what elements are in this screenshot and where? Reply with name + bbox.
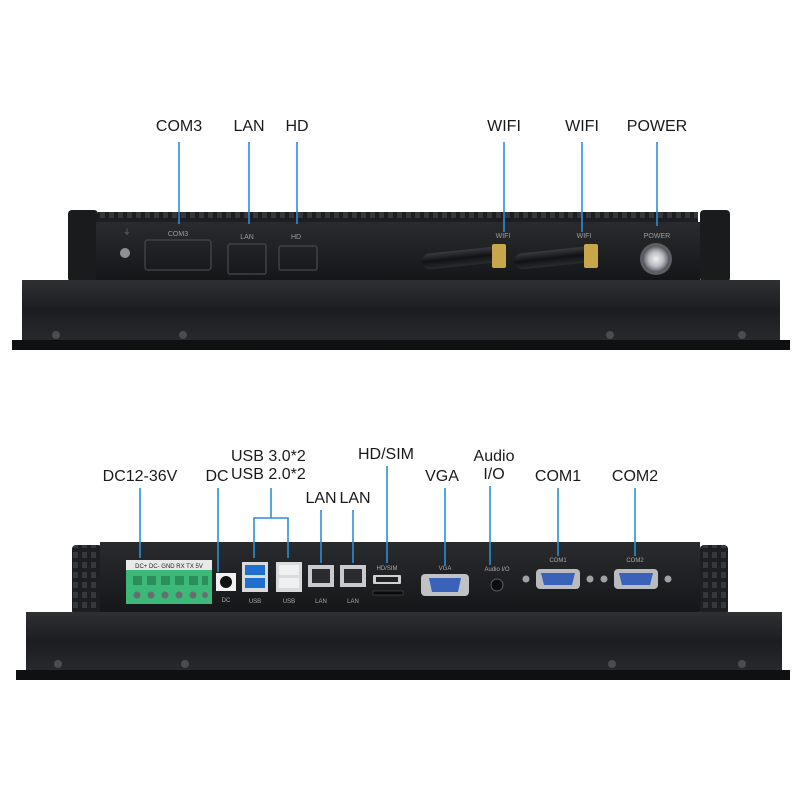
bottom-left-fins	[72, 545, 102, 615]
lan-printed-label: LAN	[240, 234, 254, 241]
screw-icon	[52, 331, 60, 339]
wifi-2-printed-label: WIFI	[577, 233, 592, 240]
com3-printed-label: COM3	[168, 231, 188, 238]
hdmi-sim-port: HD/SIM	[372, 566, 404, 596]
vga-printed-label: VGA	[439, 566, 452, 572]
callout-hd-sim: HD/SIM	[358, 446, 414, 463]
callout-lan: LAN	[233, 118, 265, 135]
callout-usb-line-1: USB 3.0*2	[231, 448, 306, 465]
top-base	[22, 280, 780, 340]
top-leader-lines	[178, 142, 658, 232]
lan-port-1: LAN	[308, 565, 334, 605]
wifi-antenna-1: WIFI	[422, 233, 511, 270]
screw-icon	[738, 660, 746, 668]
dc-jack-icon	[220, 576, 232, 588]
usb-1-printed-label: USB	[249, 599, 261, 605]
callout-com2: COM2	[611, 468, 659, 485]
top-left-bracket	[68, 210, 98, 282]
usb3-port-stack: USB	[242, 562, 268, 605]
com2-printed-label: COM2	[626, 558, 644, 564]
callout-usb: USB 3.0*2 USB 2.0*2	[231, 448, 306, 484]
callout-dc12-36v: DC12-36V	[102, 468, 178, 485]
bottom-front-edge	[16, 670, 790, 680]
callout-wifi-1: WIFI	[487, 118, 521, 135]
wifi-1-printed-label: WIFI	[496, 233, 511, 240]
callout-audio: Audio I/O	[474, 448, 515, 484]
lan-knockout	[227, 243, 267, 275]
top-front-edge	[12, 340, 790, 350]
com1-printed-label: COM1	[549, 558, 567, 564]
callout-com1: COM1	[534, 468, 582, 485]
screw-icon	[181, 660, 189, 668]
bottom-right-fins	[700, 545, 728, 615]
top-right-bracket	[700, 210, 730, 282]
ground-screw-icon	[120, 248, 130, 258]
callout-audio-line-1: Audio	[473, 448, 515, 465]
hd-sim-printed-label: HD/SIM	[377, 566, 398, 572]
wifi-antenna-2: WIFI	[514, 233, 598, 270]
com3-knockout	[144, 239, 212, 271]
screw-icon	[608, 660, 616, 668]
callout-hd: HD	[285, 118, 309, 135]
screw-icon	[738, 331, 746, 339]
callout-wifi-2: WIFI	[565, 118, 599, 135]
callout-dc: DC	[205, 468, 229, 485]
vga-port: VGA	[421, 566, 469, 596]
lan-port-2: LAN	[340, 565, 366, 605]
bottom-device: DC+ DC- GND RX TX 5V DC USB	[16, 466, 790, 680]
usb-2-printed-label: USB	[283, 599, 295, 605]
com2-port: COM2	[600, 558, 672, 589]
callout-lan-1: LAN	[305, 490, 337, 507]
callout-vga: VGA	[425, 468, 459, 485]
bottom-base	[26, 612, 782, 670]
top-device: ⏚ COM3 LAN HD WIFI WIFI POWER	[12, 142, 790, 350]
screw-icon	[54, 660, 62, 668]
callout-lan-2: LAN	[339, 490, 371, 507]
dc-printed-label: DC	[222, 598, 231, 604]
callout-power: POWER	[626, 118, 688, 135]
screw-icon	[606, 331, 614, 339]
dc-terminal-block: DC+ DC- GND RX TX 5V	[126, 560, 212, 604]
hd-printed-label: HD	[291, 234, 301, 241]
power-printed-label: POWER	[644, 233, 670, 240]
callout-com3: COM3	[155, 118, 203, 135]
lan-2-printed-label: LAN	[347, 599, 359, 605]
ground-symbol: ⏚	[124, 228, 131, 236]
hd-knockout	[278, 245, 318, 271]
power-icon	[644, 247, 668, 271]
com1-port: COM1	[522, 558, 594, 589]
audio-printed-label: Audio I/O	[484, 567, 509, 573]
terminal-printed-label: DC+ DC- GND RX TX 5V	[135, 564, 203, 570]
callout-audio-line-2: I/O	[483, 466, 505, 483]
lan-1-printed-label: LAN	[315, 599, 327, 605]
screw-icon	[179, 331, 187, 339]
usb2-port-stack: USB	[276, 562, 302, 605]
bottom-leader-lines	[139, 466, 636, 572]
callout-usb-line-2: USB 2.0*2	[231, 466, 306, 483]
audio-jack: Audio I/O	[484, 567, 510, 592]
